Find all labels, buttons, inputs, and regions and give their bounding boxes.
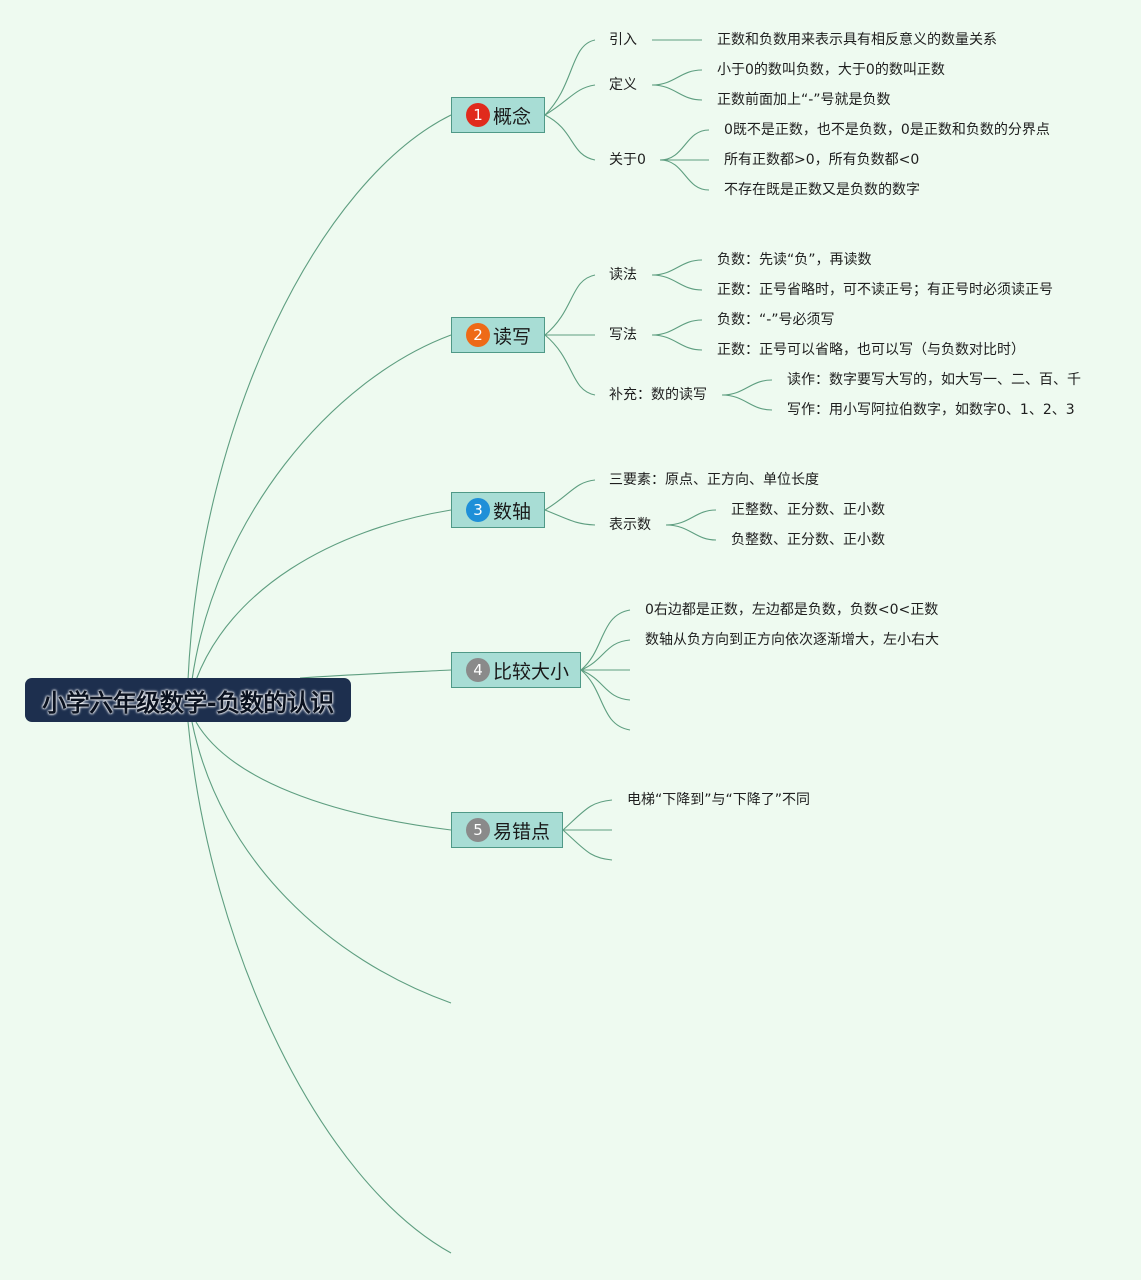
link-2-extra-leaf-b <box>721 394 773 411</box>
subtopic-represent-numbers[interactable]: 表示数 <box>609 517 651 533</box>
leaf-topic[interactable]: 读作：数字要写大写的，如大写一、二、百、千 <box>787 372 1081 388</box>
subtopic-supplement[interactable]: 补充：数的读写 <box>609 387 707 403</box>
link-4-b <box>580 639 631 671</box>
leaf-topic[interactable]: 正数：正号可以省略，也可以写（与负数对比时） <box>717 342 1025 358</box>
number-2-badge-icon: 2 <box>466 323 490 347</box>
number-1-badge-icon: 1 <box>466 103 490 127</box>
root-title: 小学六年级数学-负数的认识 <box>42 688 334 717</box>
leaf-topic[interactable]: 0既不是正数，也不是负数，0是正数和负数的分界点 <box>724 122 1050 138</box>
root-link-2 <box>191 334 452 681</box>
branch-concept[interactable]: 1 概念 <box>451 97 545 133</box>
leaf-topic[interactable]: 正数前面加上“-”号就是负数 <box>717 92 891 108</box>
number-4-badge-icon: 4 <box>466 658 490 682</box>
link-2-write-leaf-b <box>651 334 703 351</box>
branch-compare-size[interactable]: 4 比较大小 <box>451 652 581 688</box>
leaf-topic[interactable]: 0右边都是正数，左边都是负数，负数<0<正数 <box>645 602 939 618</box>
root-link-3 <box>195 509 452 681</box>
link-1-intro <box>544 39 596 116</box>
link-3-represent-leaf-a <box>665 509 717 526</box>
link-3-represent <box>544 509 596 526</box>
branch-label: 数轴 <box>493 500 532 523</box>
link-4-e <box>580 669 631 731</box>
number-5-badge-icon: 5 <box>466 818 490 842</box>
leaf-topic[interactable]: 所有正数都>0，所有负数都<0 <box>724 152 920 168</box>
subtopic-about-zero[interactable]: 关于0 <box>609 152 646 168</box>
branch-common-mistakes[interactable]: 5 易错点 <box>451 812 563 848</box>
leaf-topic[interactable]: 负数：先读“负”，再读数 <box>717 252 872 268</box>
leaf-topic[interactable]: 写作：用小写阿拉伯数字，如数字0、1、2、3 <box>787 402 1075 418</box>
root-topic[interactable]: 小学六年级数学-负数的认识 <box>25 678 351 722</box>
leaf-topic[interactable]: 小于0的数叫负数，大于0的数叫正数 <box>717 62 945 78</box>
link-2-extra-leaf-a <box>721 379 773 396</box>
leaf-topic[interactable]: 负整数、正分数、正小数 <box>731 532 885 548</box>
link-1-zero-leaf-c <box>659 159 710 191</box>
link-4-a <box>580 609 631 671</box>
link-2-write-leaf-a <box>651 319 703 336</box>
subtopic-writing[interactable]: 写法 <box>609 327 637 343</box>
branch-label: 比较大小 <box>493 660 570 683</box>
subtopic-three-elements[interactable]: 三要素：原点、正方向、单位长度 <box>609 472 819 488</box>
leaf-topic[interactable]: 负数：“-”号必须写 <box>717 312 835 328</box>
link-4-d <box>580 669 631 701</box>
leaf-topic[interactable]: 电梯“下降到”与“下降了”不同 <box>627 792 811 808</box>
branch-read-write[interactable]: 2 读写 <box>451 317 545 353</box>
root-link-4 <box>299 669 452 679</box>
root-link-6 <box>191 721 452 1004</box>
root-link-5 <box>195 721 452 831</box>
link-3-elements <box>544 479 596 511</box>
link-5-a <box>562 799 613 831</box>
branch-label: 概念 <box>493 105 532 128</box>
link-1-def-leaf-b <box>651 84 703 101</box>
link-2-read-leaf-b <box>651 274 703 291</box>
leaf-topic[interactable]: 正整数、正分数、正小数 <box>731 502 885 518</box>
branch-number-line[interactable]: 3 数轴 <box>451 492 545 528</box>
link-1-def <box>544 84 596 116</box>
subtopic-definition[interactable]: 定义 <box>609 77 637 93</box>
link-1-zero-leaf-a <box>659 129 710 161</box>
subtopic-reading[interactable]: 读法 <box>609 267 637 283</box>
link-5-c <box>562 829 613 861</box>
link-2-read-leaf-a <box>651 259 703 276</box>
leaf-topic[interactable]: 不存在既是正数又是负数的数字 <box>724 182 920 198</box>
link-2-read <box>544 274 596 336</box>
leaf-topic[interactable]: 正数：正号省略时，可不读正号；有正号时必须读正号 <box>717 282 1053 298</box>
subtopic-intro[interactable]: 引入 <box>609 32 637 48</box>
leaf-topic[interactable]: 数轴从负方向到正方向依次逐渐增大，左小右大 <box>645 632 939 648</box>
link-2-extra <box>544 334 596 396</box>
link-3-represent-leaf-b <box>665 524 717 541</box>
root-link-7 <box>187 721 452 1254</box>
link-1-zero <box>544 114 596 161</box>
number-3-badge-icon: 3 <box>466 498 490 522</box>
branch-label: 易错点 <box>493 820 551 843</box>
leaf-topic[interactable]: 正数和负数用来表示具有相反意义的数量关系 <box>717 32 997 48</box>
link-1-def-leaf-a <box>651 69 703 86</box>
root-link-1 <box>187 114 452 681</box>
branch-label: 读写 <box>493 325 532 348</box>
